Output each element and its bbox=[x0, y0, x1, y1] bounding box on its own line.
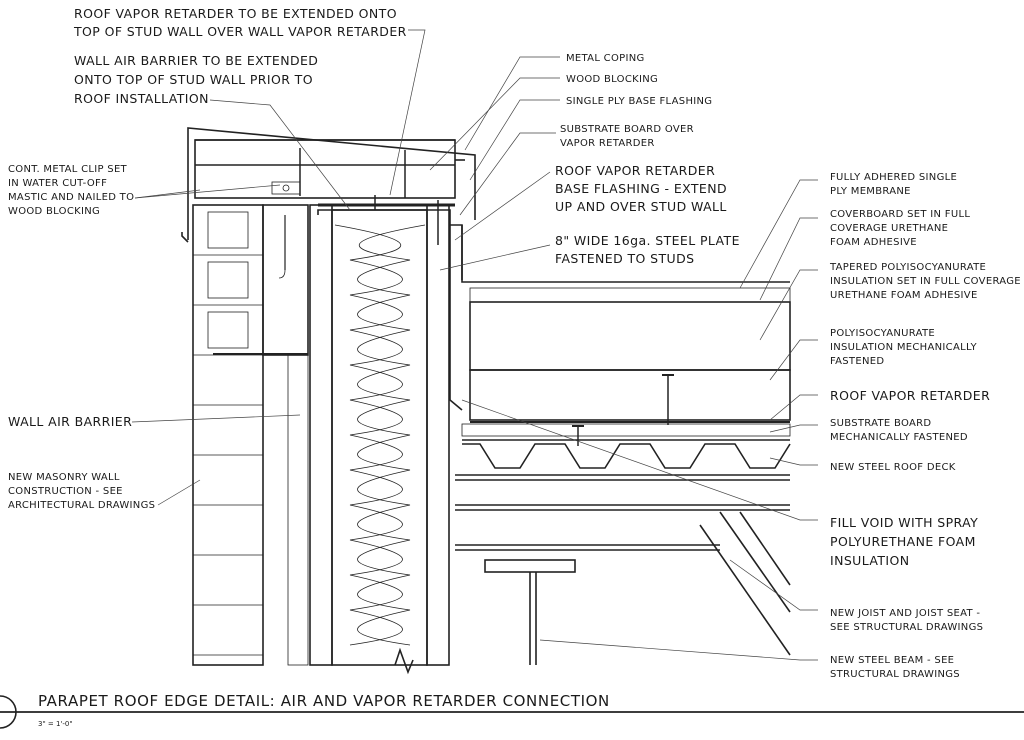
label-polyiso-3: FASTENED bbox=[830, 356, 884, 367]
label-fill-void-3: INSULATION bbox=[830, 553, 909, 568]
label-roof-vr-extended-1: ROOF VAPOR RETARDER TO BE EXTENDED ONTO bbox=[74, 6, 397, 21]
label-beam-2: STRUCTURAL DRAWINGS bbox=[830, 669, 960, 680]
label-substrate-over-vr-2: VAPOR RETARDER bbox=[560, 138, 655, 149]
label-single-ply-base-flashing: SINGLE PLY BASE FLASHING bbox=[566, 96, 712, 107]
label-joist-2: SEE STRUCTURAL DRAWINGS bbox=[830, 622, 983, 633]
detail-title: PARAPET ROOF EDGE DETAIL: AIR AND VAPOR … bbox=[38, 692, 610, 710]
label-polyiso-1: POLYISOCYANURATE bbox=[830, 328, 935, 339]
label-substrate-over-vr-1: SUBSTRATE BOARD OVER bbox=[560, 124, 694, 135]
label-steel-plate-1: 8" WIDE 16ga. STEEL PLATE bbox=[555, 233, 740, 248]
title-block: PARAPET ROOF EDGE DETAIL: AIR AND VAPOR … bbox=[0, 692, 1024, 729]
label-beam-1: NEW STEEL BEAM - SEE bbox=[830, 655, 954, 666]
roof-structure bbox=[455, 474, 791, 665]
label-masonry-1: NEW MASONRY WALL bbox=[8, 472, 120, 483]
break-line bbox=[394, 647, 414, 675]
label-roof-vapor-retarder: ROOF VAPOR RETARDER bbox=[830, 388, 990, 403]
label-coverboard-1: COVERBOARD SET IN FULL bbox=[830, 209, 970, 220]
label-clip-4: WOOD BLOCKING bbox=[8, 206, 100, 217]
label-fill-void-2: POLYURETHANE FOAM bbox=[830, 534, 976, 549]
masonry-wall bbox=[192, 204, 309, 666]
label-steel-deck: NEW STEEL ROOF DECK bbox=[830, 462, 956, 473]
label-substrate-mech-2: MECHANICALLY FASTENED bbox=[830, 432, 968, 443]
label-coverboard-3: FOAM ADHESIVE bbox=[830, 237, 917, 248]
label-membrane-2: PLY MEMBRANE bbox=[830, 186, 911, 197]
label-wall-ab-extended-2: ONTO TOP OF STUD WALL PRIOR TO bbox=[74, 72, 313, 87]
label-joist-1: NEW JOIST AND JOIST SEAT - bbox=[830, 608, 980, 619]
roof-assembly bbox=[450, 224, 791, 469]
label-membrane-1: FULLY ADHERED SINGLE bbox=[830, 172, 957, 183]
label-coverboard-2: COVERAGE URETHANE bbox=[830, 223, 948, 234]
label-polyiso-2: INSULATION MECHANICALLY bbox=[830, 342, 978, 353]
label-masonry-2: CONSTRUCTION - SEE bbox=[8, 486, 123, 497]
label-fill-void-1: FILL VOID WITH SPRAY bbox=[830, 515, 978, 530]
label-roof-vr-extended-2: TOP OF STUD WALL OVER WALL VAPOR RETARDE… bbox=[73, 24, 407, 39]
label-metal-coping: METAL COPING bbox=[566, 53, 645, 64]
label-wall-ab-extended-3: ROOF INSTALLATION bbox=[74, 91, 209, 106]
label-masonry-3: ARCHITECTURAL DRAWINGS bbox=[8, 500, 155, 511]
annotation-labels: ROOF VAPOR RETARDER TO BE EXTENDED ONTO … bbox=[8, 6, 1021, 680]
label-tapered-1: TAPERED POLYISOCYANURATE bbox=[829, 262, 986, 273]
label-tapered-3: URETHANE FOAM ADHESIVE bbox=[830, 290, 978, 301]
label-clip-2: IN WATER CUT-OFF bbox=[8, 178, 107, 189]
label-tapered-2: INSULATION SET IN FULL COVERAGE bbox=[830, 276, 1021, 287]
label-wall-air-barrier: WALL AIR BARRIER bbox=[8, 414, 132, 429]
label-vr-base-flashing-2: BASE FLASHING - EXTEND bbox=[555, 181, 727, 196]
parapet-coping bbox=[181, 127, 476, 243]
label-clip-1: CONT. METAL CLIP SET bbox=[8, 164, 128, 175]
label-wall-ab-extended-1: WALL AIR BARRIER TO BE EXTENDED bbox=[74, 53, 318, 68]
stud-wall bbox=[309, 195, 463, 666]
leader-lines bbox=[131, 29, 818, 661]
label-vr-base-flashing-3: UP AND OVER STUD WALL bbox=[555, 199, 727, 214]
label-wood-blocking: WOOD BLOCKING bbox=[566, 74, 658, 85]
label-steel-plate-2: FASTENED TO STUDS bbox=[555, 251, 694, 266]
label-vr-base-flashing-1: ROOF VAPOR RETARDER bbox=[555, 163, 715, 178]
label-substrate-mech-1: SUBSTRATE BOARD bbox=[830, 418, 931, 429]
detail-scale: 3" = 1'-0" bbox=[38, 720, 73, 728]
label-clip-3: MASTIC AND NAILED TO bbox=[8, 192, 134, 203]
